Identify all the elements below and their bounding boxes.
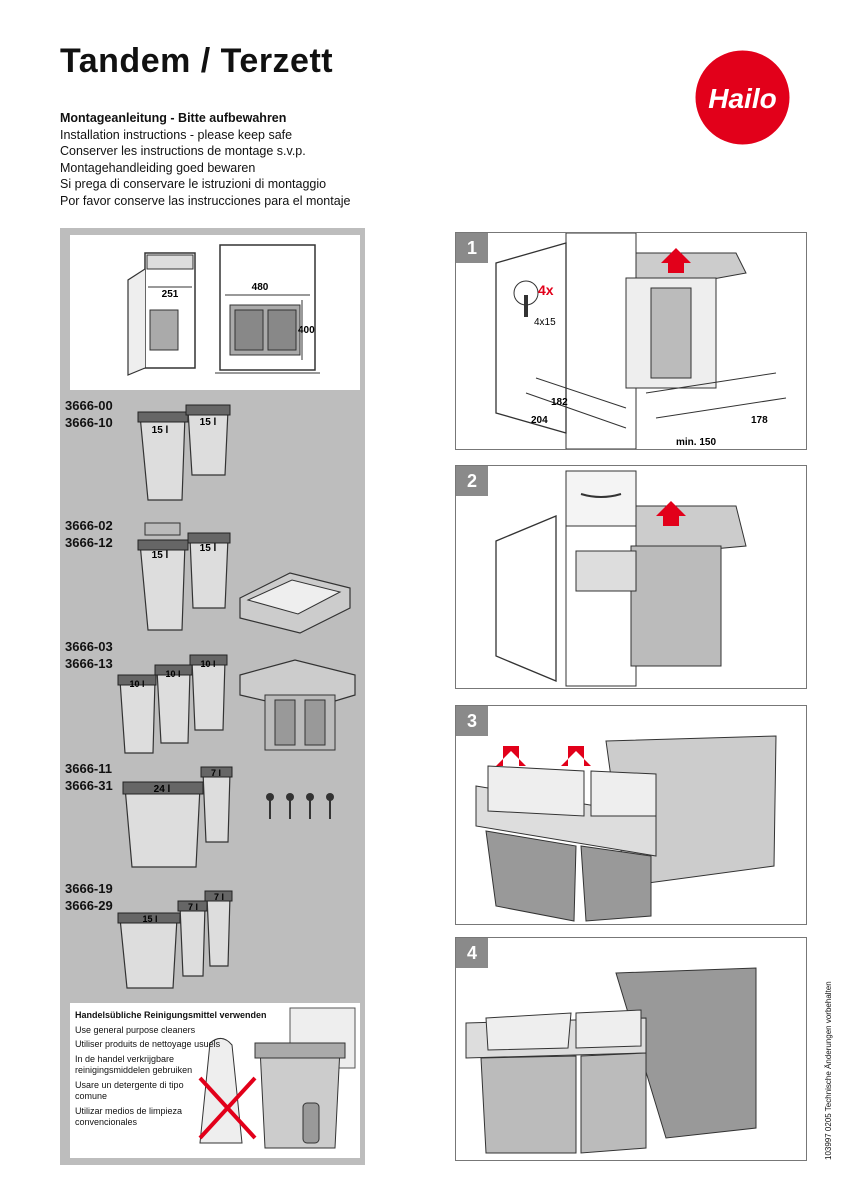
bin-label: 24 l xyxy=(154,784,171,795)
bin-label: 7 l xyxy=(211,768,221,778)
cleaning-line: Utilizar medios de limpieza convencional… xyxy=(75,1105,183,1128)
product-code: 3666-13 xyxy=(65,656,113,671)
cleaning-line: Use general purpose cleaners xyxy=(75,1024,196,1035)
bin-label: 10 l xyxy=(129,679,144,689)
product-codes-5: 3666-19 3666-29 xyxy=(65,880,113,914)
hailo-logo-text: Hailo xyxy=(708,83,776,114)
instructions-block: Montageanleitung - Bitte aufbewahren Ins… xyxy=(60,110,350,210)
bin-label: 15 l xyxy=(152,425,169,436)
bin-label: 15 l xyxy=(200,417,217,428)
dimension-label: min. 150 xyxy=(676,437,716,448)
cleaning-line: Usare un detergente di tipo comune xyxy=(75,1079,184,1102)
instruction-line: Montageanleitung - Bitte aufbewahren xyxy=(60,111,287,125)
product-codes-1: 3666-00 3666-10 xyxy=(65,397,113,431)
step-2-panel: 2 xyxy=(455,465,807,689)
step-4-panel: 4 xyxy=(455,937,807,1161)
bin-label: 10 l xyxy=(165,669,180,679)
bin-label: 10 l xyxy=(200,659,215,669)
instruction-line: Montagehandleiding goed bewaren xyxy=(60,160,256,175)
product-code: 3666-11 xyxy=(65,761,112,776)
product-codes-2: 3666-02 3666-12 xyxy=(65,517,113,551)
instruction-line: Si prega di conservare le istruzioni di … xyxy=(60,177,327,192)
bin-label: 7 l xyxy=(188,902,198,912)
bins-3666-11: 24 l 7 l xyxy=(122,766,334,868)
step-1-illustration: 4x 4x15 204 182 min. 150 178 xyxy=(495,233,787,449)
step-3-illustration xyxy=(475,735,777,922)
bin-label: 7 l xyxy=(214,892,224,902)
step-number: 3 xyxy=(456,706,488,736)
screw-count: 4x xyxy=(538,282,554,298)
product-code: 3666-31 xyxy=(65,778,113,793)
dimension-label: 182 xyxy=(551,397,568,408)
cleaning-line: Utiliser produits de nettoyage usuels xyxy=(75,1039,221,1049)
dimension-480: 480 xyxy=(252,282,269,293)
instruction-line: Por favor conserve las instrucciones par… xyxy=(60,193,351,208)
dimension-label: 204 xyxy=(531,415,548,426)
bins-3666-19: 15 l 7 l 7 l xyxy=(117,890,233,989)
bin-label: 15 l xyxy=(142,914,157,924)
product-codes-4: 3666-11 3666-31 xyxy=(65,760,113,794)
product-code: 3666-29 xyxy=(65,898,113,913)
cleaning-illustration xyxy=(70,1003,360,1158)
bins-3666-02: 15 l 15 l xyxy=(137,522,351,634)
document-title: Tandem / Terzett xyxy=(60,42,334,80)
step-number: 4 xyxy=(456,938,488,968)
product-code: 3666-03 xyxy=(65,639,113,654)
dimension-251: 251 xyxy=(162,289,179,300)
dimension-label: 178 xyxy=(751,415,768,426)
product-code: 3666-12 xyxy=(65,535,113,550)
bins-3666-03: 10 l 10 l 10 l xyxy=(117,654,356,754)
step-4-illustration xyxy=(465,967,757,1154)
side-text: 103997 0205 Technische Änderungen vorbeh… xyxy=(824,981,833,1160)
hailo-logo: Hailo xyxy=(695,50,790,145)
dimension-400: 400 xyxy=(298,325,315,336)
product-code: 3666-00 xyxy=(65,398,113,413)
cleaning-text: Handelsübliche Reinigungsmittel verwende… xyxy=(75,1010,267,1132)
bin-label: 15 l xyxy=(200,543,217,554)
screw-size: 4x15 xyxy=(534,317,556,328)
instruction-line: Installation instructions - please keep … xyxy=(60,127,293,142)
step-3-panel: 3 xyxy=(455,705,807,925)
step-1-panel: 1 4x 4x15 204 182 min. 150 178 xyxy=(455,232,807,450)
footer-side-text: 103997 0205 Technische Änderungen vorbeh… xyxy=(812,981,833,1160)
dimensions-diagram: 251 480 400 xyxy=(70,235,360,390)
bins-3666-00: 15 l 15 l xyxy=(137,404,231,501)
product-code: 3666-10 xyxy=(65,415,113,430)
instruction-line: Conserver les instructions de montage s.… xyxy=(60,144,306,159)
product-code: 3666-19 xyxy=(65,881,113,896)
step-number: 1 xyxy=(456,233,488,263)
screws-icon xyxy=(266,793,334,819)
bin-label: 15 l xyxy=(152,550,169,561)
product-codes-3: 3666-03 3666-13 xyxy=(65,638,113,672)
cleaning-line: Handelsübliche Reinigungsmittel verwende… xyxy=(75,1010,267,1020)
cleaning-line: In de handel verkrijgbare reinigingsmidd… xyxy=(75,1053,193,1076)
step-number: 2 xyxy=(456,466,488,496)
product-code: 3666-02 xyxy=(65,518,113,533)
step-2-illustration xyxy=(495,470,747,687)
